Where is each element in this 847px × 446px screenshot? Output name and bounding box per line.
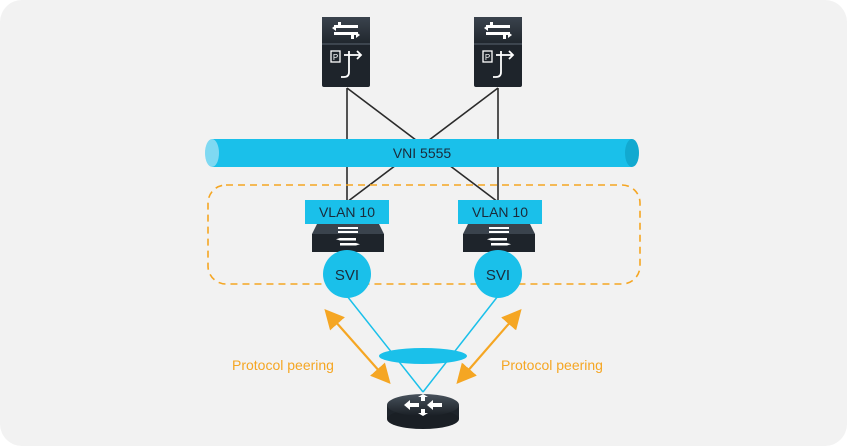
vlan-box-2: VLAN 10 xyxy=(458,200,542,224)
leaf-switch-icon xyxy=(487,227,511,246)
peering-arrow-left xyxy=(324,309,391,384)
peering-arrow-right xyxy=(456,309,522,384)
vni-tube: VNI 5555 xyxy=(205,139,639,167)
leaf-switch-icon xyxy=(336,227,360,246)
vlan-box-1: VLAN 10 xyxy=(305,200,389,224)
spine-switch-1: P xyxy=(322,17,370,87)
anycast-gateway-boundary xyxy=(207,184,641,285)
vni-label: VNI 5555 xyxy=(393,145,452,161)
peering-label-right: Protocol peering xyxy=(501,357,603,373)
leaf-switch-1 xyxy=(312,224,384,252)
svi-label-1: SVI xyxy=(335,267,359,284)
svg-text:P: P xyxy=(485,53,490,62)
svi-router-links xyxy=(346,295,499,393)
port-channel-ellipse xyxy=(379,348,467,364)
peering-label-left: Protocol peering xyxy=(232,357,334,373)
vlan-label-2: VLAN 10 xyxy=(472,204,528,220)
spine-switch-icon xyxy=(484,22,512,39)
svg-text:P: P xyxy=(333,53,338,62)
vlan-label-1: VLAN 10 xyxy=(319,204,375,220)
svi-2: SVI xyxy=(474,250,522,298)
svi-1: SVI xyxy=(323,250,371,298)
spine-switch-2: P xyxy=(474,17,522,87)
spine-switch-icon xyxy=(332,22,360,39)
router xyxy=(387,394,459,429)
leaf-switch-2 xyxy=(463,224,535,252)
svi-label-2: SVI xyxy=(486,267,510,284)
router-icon xyxy=(404,394,442,416)
